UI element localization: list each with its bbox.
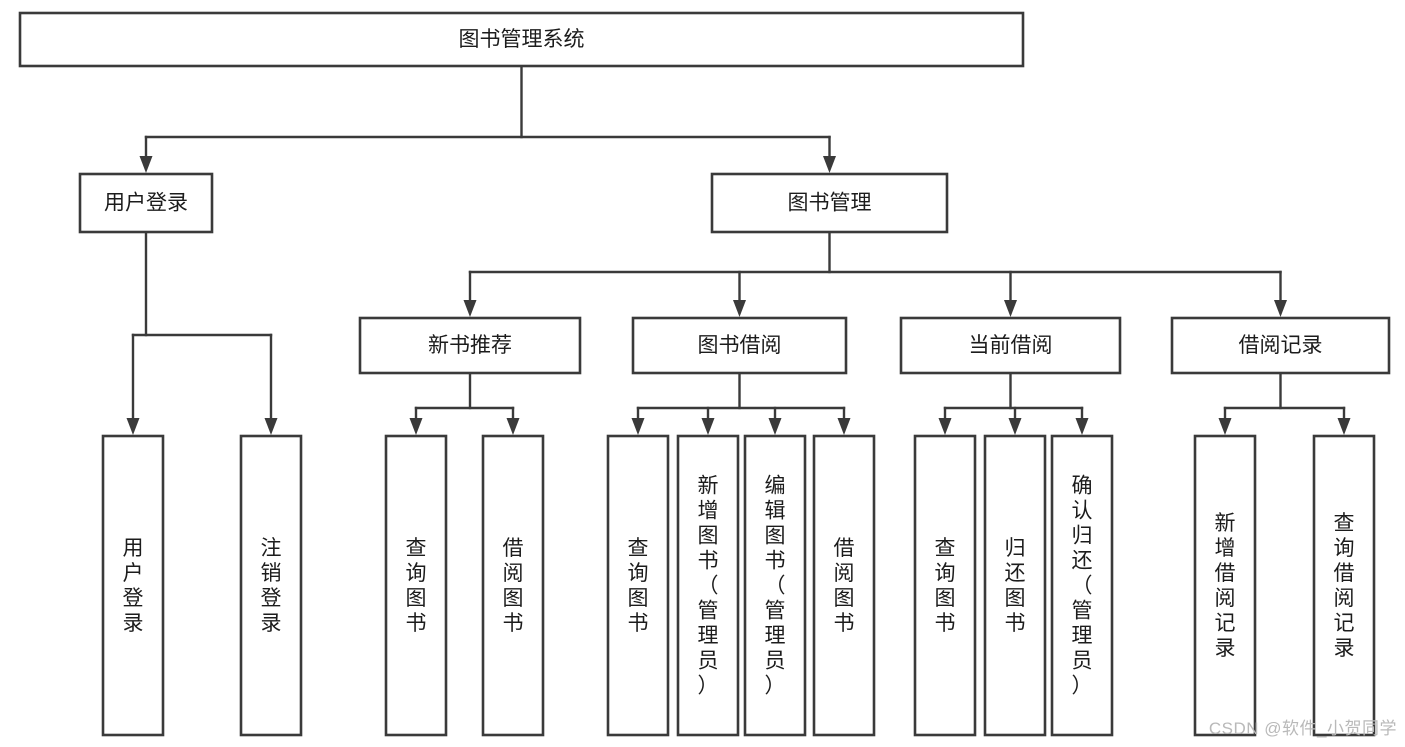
node-label: 新书推荐 <box>428 334 512 357</box>
arrow-head-icon <box>506 418 520 435</box>
node-label: 编辑图书（管理员） <box>765 475 786 698</box>
node-box[interactable] <box>913 434 977 737</box>
connector-group <box>126 230 278 435</box>
connector-group <box>463 230 1287 317</box>
arrow-head-icon <box>631 418 645 435</box>
node-label: 用户登录 <box>104 192 188 215</box>
arrow-head-icon <box>938 418 952 435</box>
node-leaf-cur-query[interactable]: 查询图书 <box>913 434 977 737</box>
arrow-head-icon <box>1274 300 1287 317</box>
node-label: 借阅图书 <box>503 537 524 635</box>
node-box[interactable] <box>481 434 545 737</box>
node-box[interactable] <box>1050 434 1114 737</box>
connector-group <box>1218 371 1351 435</box>
node-layer: 图书管理系统用户登录图书管理新书推荐图书借阅当前借阅借阅记录用户登录注销登录查询… <box>18 11 1391 737</box>
node-box[interactable] <box>1312 434 1376 737</box>
connector-group <box>409 371 520 435</box>
node-leaf-user-logout[interactable]: 注销登录 <box>239 434 303 737</box>
node-leaf-rec-query[interactable]: 查询借阅记录 <box>1312 434 1376 737</box>
node-box[interactable] <box>983 434 1047 737</box>
node-label: 当前借阅 <box>969 334 1053 357</box>
arrow-head-icon <box>1218 418 1232 435</box>
connector-group <box>631 371 851 435</box>
node-label: 查询图书 <box>628 537 649 635</box>
node-label: 用户登录 <box>123 537 144 635</box>
node-bookmgmt[interactable]: 图书管理 <box>710 172 949 234</box>
node-records[interactable]: 借阅记录 <box>1170 316 1391 375</box>
node-box[interactable] <box>676 434 740 737</box>
node-label: 图书管理 <box>788 192 872 215</box>
node-leaf-rec-add[interactable]: 新增借阅记录 <box>1193 434 1257 737</box>
node-label: 注销登录 <box>261 537 282 635</box>
node-leaf-borrow-edit[interactable]: 编辑图书（管理员） <box>743 434 807 737</box>
node-box[interactable] <box>812 434 876 737</box>
arrow-head-icon <box>264 418 278 435</box>
node-label: 图书管理系统 <box>459 28 585 51</box>
arrow-head-icon <box>1008 418 1022 435</box>
node-label: 新增图书（管理员） <box>698 475 719 698</box>
arrow-head-icon <box>1075 418 1089 435</box>
node-leaf-user-login[interactable]: 用户登录 <box>101 434 165 737</box>
arrow-head-icon <box>823 156 836 173</box>
connector-group <box>938 371 1089 435</box>
node-box[interactable] <box>899 316 1122 375</box>
arrow-head-icon <box>139 156 153 173</box>
node-label: 归还图书 <box>1005 537 1026 635</box>
node-box[interactable] <box>710 172 949 234</box>
node-box[interactable] <box>1170 316 1391 375</box>
node-root[interactable]: 图书管理系统 <box>18 11 1025 68</box>
node-box[interactable] <box>743 434 807 737</box>
node-leaf-new-query[interactable]: 查询图书 <box>384 434 448 737</box>
node-login[interactable]: 用户登录 <box>78 172 214 234</box>
node-box[interactable] <box>18 11 1025 68</box>
connector-group <box>139 64 836 173</box>
node-label: 查询图书 <box>935 537 956 635</box>
node-label: 查询图书 <box>406 537 427 635</box>
node-box[interactable] <box>606 434 670 737</box>
node-current[interactable]: 当前借阅 <box>899 316 1122 375</box>
node-box[interactable] <box>631 316 848 375</box>
node-box[interactable] <box>384 434 448 737</box>
node-label: 图书借阅 <box>698 334 782 357</box>
node-box[interactable] <box>358 316 582 375</box>
node-leaf-cur-return[interactable]: 归还图书 <box>983 434 1047 737</box>
node-box[interactable] <box>101 434 165 737</box>
node-box[interactable] <box>78 172 214 234</box>
node-leaf-new-borrow[interactable]: 借阅图书 <box>481 434 545 737</box>
node-label: 新增借阅记录 <box>1215 512 1236 660</box>
node-leaf-borrow-do[interactable]: 借阅图书 <box>812 434 876 737</box>
node-label: 确认归还（管理员） <box>1072 475 1093 698</box>
node-leaf-borrow-add[interactable]: 新增图书（管理员） <box>676 434 740 737</box>
arrow-head-icon <box>126 418 140 435</box>
node-leaf-cur-confirm[interactable]: 确认归还（管理员） <box>1050 434 1114 737</box>
arrow-head-icon <box>768 418 782 435</box>
connector-layer <box>126 64 1351 435</box>
watermark-text: CSDN @软件_小贺同学 <box>1208 719 1397 738</box>
node-label: 借阅图书 <box>834 537 855 635</box>
node-box[interactable] <box>239 434 303 737</box>
node-leaf-borrow-query[interactable]: 查询图书 <box>606 434 670 737</box>
node-label: 查询借阅记录 <box>1334 512 1355 660</box>
node-newbook[interactable]: 新书推荐 <box>358 316 582 375</box>
arrow-head-icon <box>837 418 851 435</box>
arrow-head-icon <box>463 300 477 317</box>
node-box[interactable] <box>1193 434 1257 737</box>
arrow-head-icon <box>733 300 746 317</box>
arrow-head-icon <box>701 418 715 435</box>
arrow-head-icon <box>1337 418 1351 435</box>
arrow-head-icon <box>1004 300 1017 317</box>
node-label: 借阅记录 <box>1239 334 1323 357</box>
node-borrow[interactable]: 图书借阅 <box>631 316 848 375</box>
arrow-head-icon <box>409 418 423 435</box>
